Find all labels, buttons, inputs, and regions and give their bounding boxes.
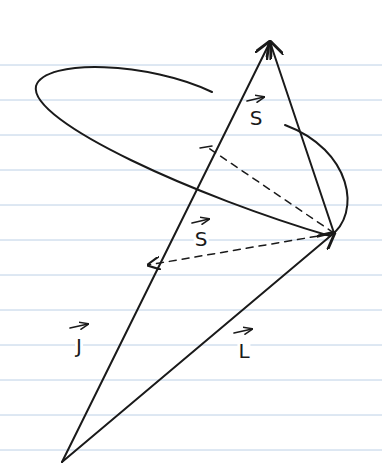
vector-label: J xyxy=(75,335,83,357)
vector-label: L xyxy=(237,340,250,362)
s-vector xyxy=(270,42,334,233)
dashed-radius xyxy=(207,147,334,233)
axis-tick xyxy=(200,146,212,148)
vector-label: S xyxy=(249,107,264,129)
l-vector xyxy=(62,233,334,462)
vector-label: S xyxy=(194,228,209,250)
j-vector xyxy=(62,42,270,462)
dashed-s-vector xyxy=(148,234,330,265)
vector-overarrow xyxy=(247,97,264,101)
ruled-lines xyxy=(0,65,382,450)
precession-cone xyxy=(36,67,348,236)
vector-overarrow xyxy=(234,329,252,333)
vector-overarrow xyxy=(192,219,209,223)
vector-overarrow xyxy=(70,324,88,328)
